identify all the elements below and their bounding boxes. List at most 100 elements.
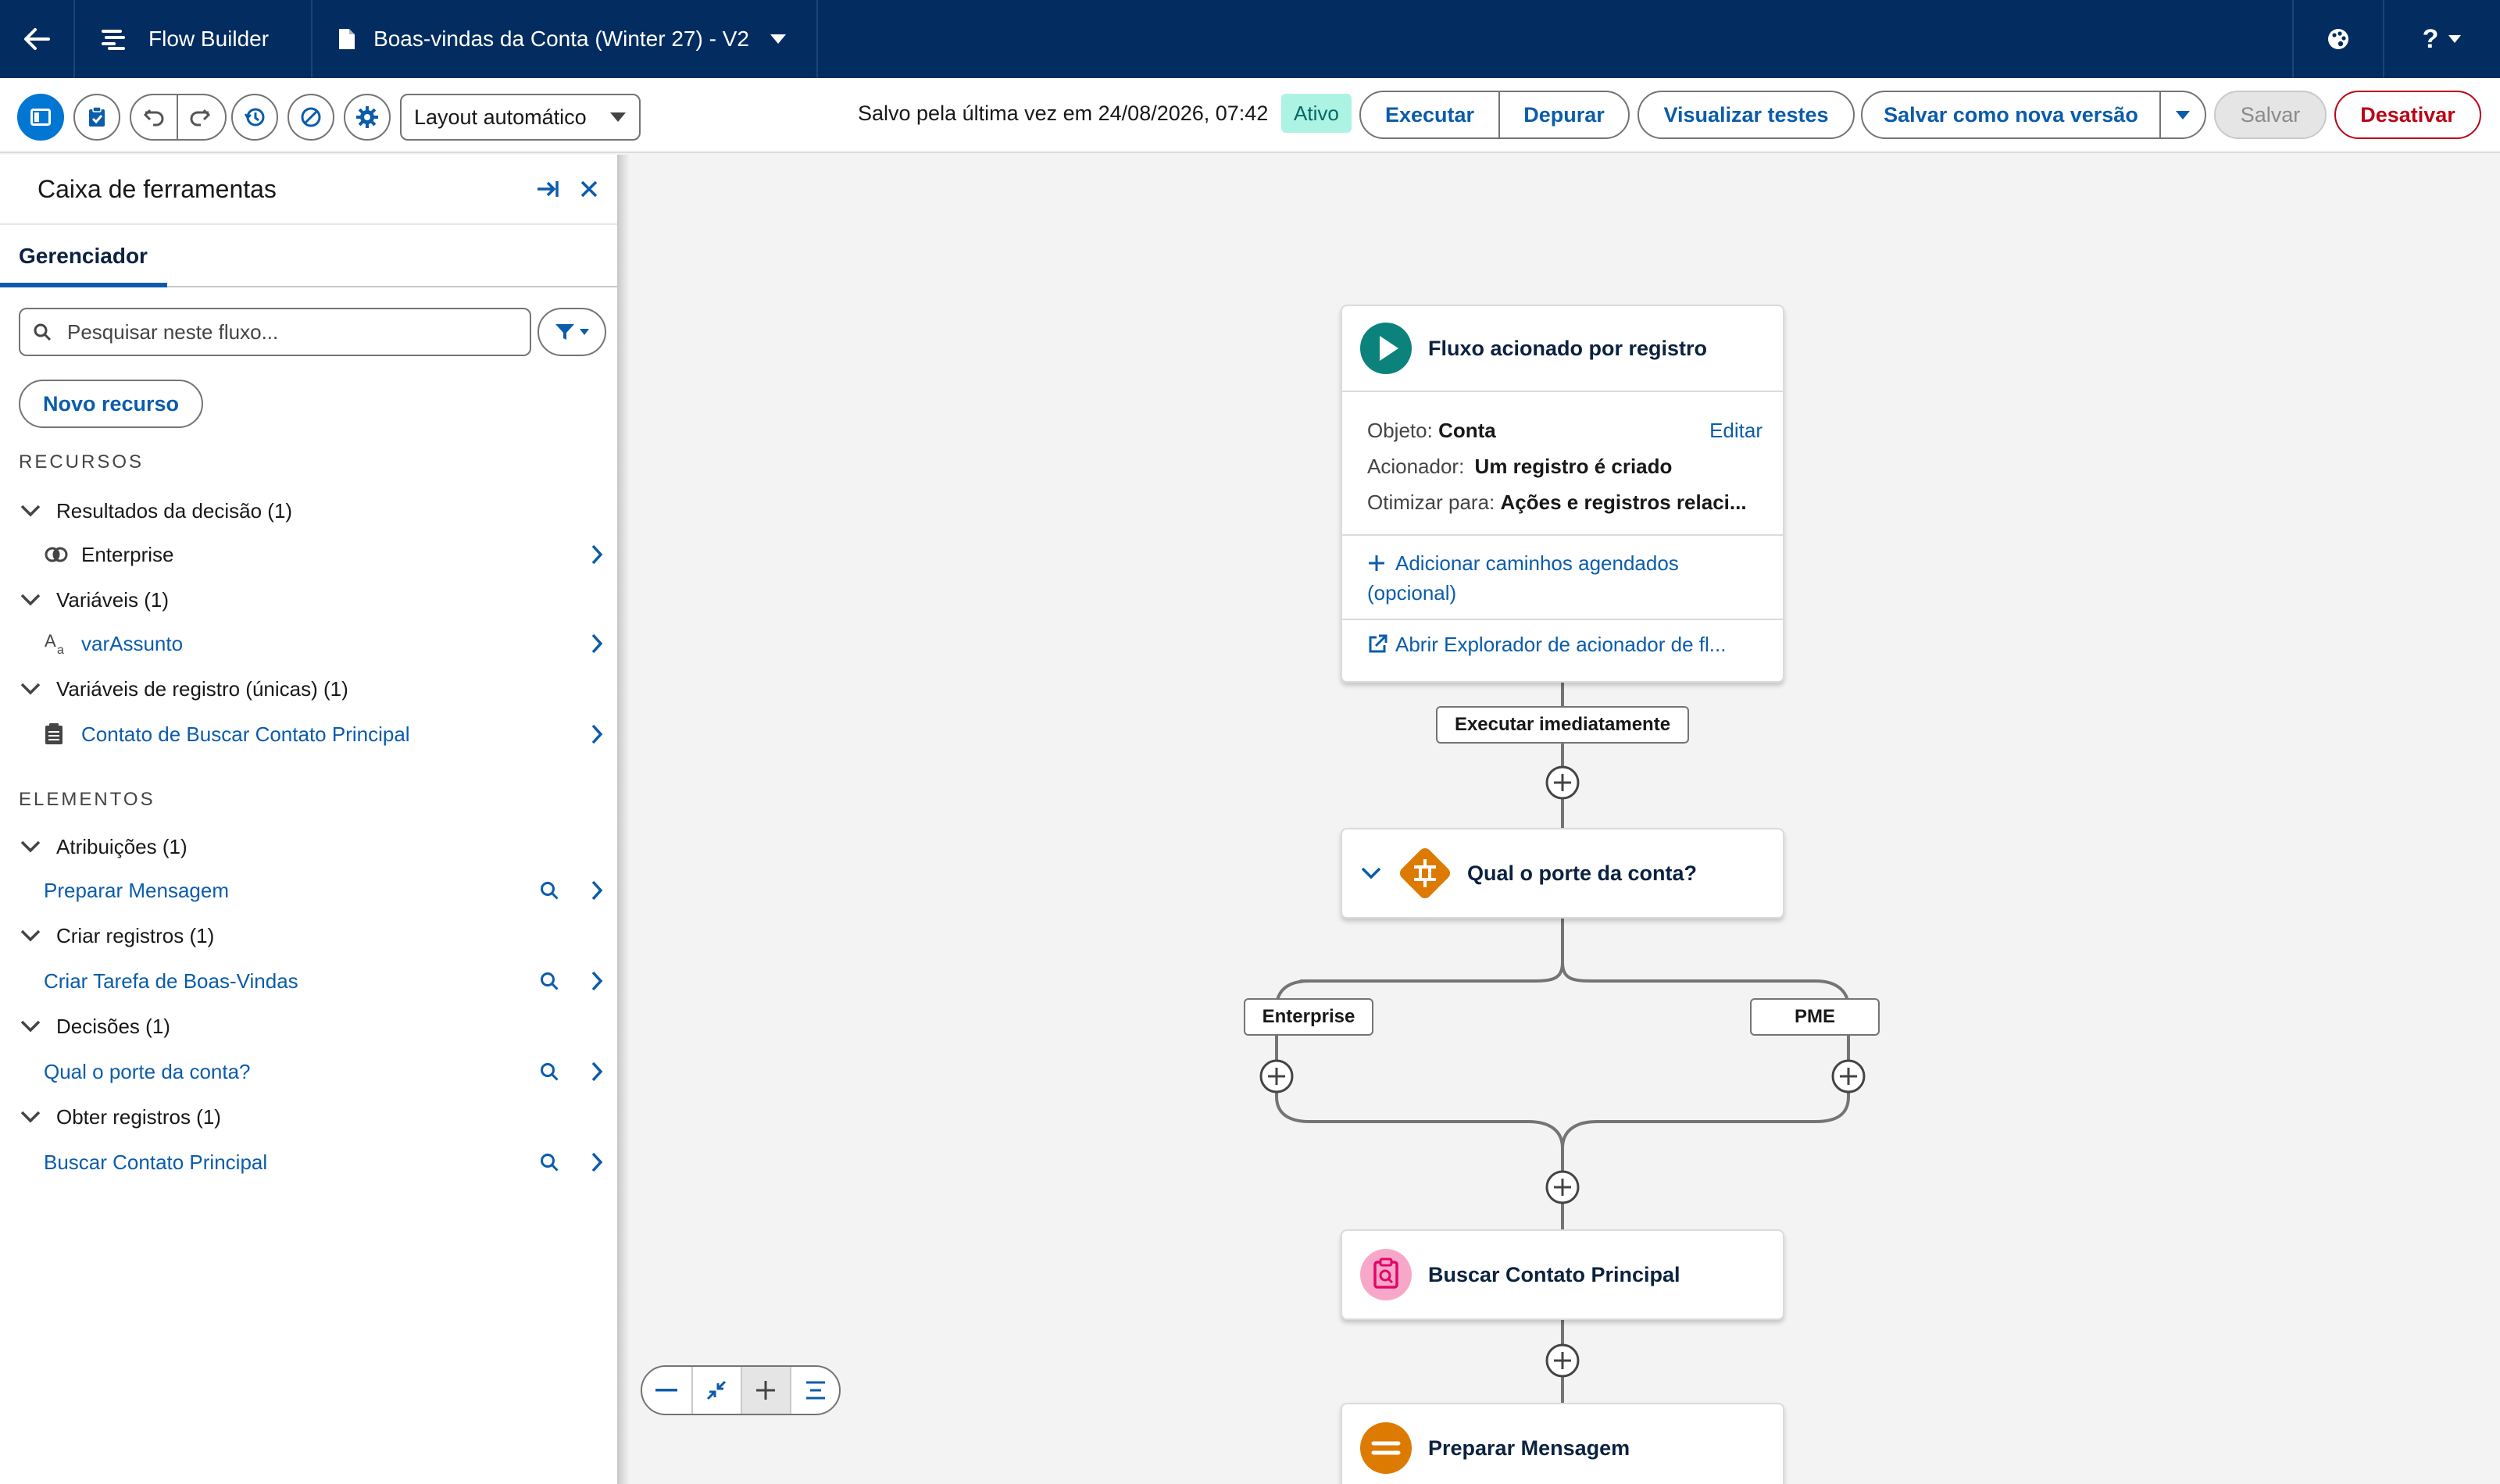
- back-arrow-icon: [24, 28, 50, 50]
- redo-button[interactable]: [177, 95, 222, 139]
- resource-group-record-variables[interactable]: Variáveis de registro (únicas) (1): [0, 667, 619, 711]
- element-item-qual-o-porte[interactable]: Qual o porte da conta?: [0, 1050, 619, 1093]
- connector-lines: [1275, 681, 1850, 1403]
- get-records-element-card[interactable]: Buscar Contato Principal: [1341, 1229, 1784, 1320]
- resource-item-label: Enterprise: [81, 542, 174, 566]
- search-icon[interactable]: [539, 880, 559, 901]
- help-menu[interactable]: ?: [2383, 0, 2500, 78]
- fit-view-button[interactable]: [691, 1367, 741, 1414]
- add-element-icon[interactable]: [1545, 765, 1580, 800]
- back-button[interactable]: [0, 0, 75, 78]
- theme-button[interactable]: [2292, 0, 2383, 78]
- save-button[interactable]: Salvar: [2214, 91, 2327, 139]
- flow-name-menu[interactable]: Boas-vindas da Conta (Winter 27) - V2: [312, 0, 818, 78]
- resource-item-label: Contato de Buscar Contato Principal: [81, 722, 410, 746]
- resource-group-variables[interactable]: Variáveis (1): [0, 578, 619, 622]
- view-tests-button[interactable]: Visualizar testes: [1638, 91, 1855, 139]
- toolbox-header: Caixa de ferramentas: [0, 155, 617, 225]
- play-icon: [1360, 323, 1412, 374]
- resource-group-label: Variáveis (1): [56, 587, 170, 612]
- new-resource-button[interactable]: Novo recurso: [19, 380, 203, 428]
- no-errors-button[interactable]: [288, 94, 334, 141]
- get-records-element-title: Buscar Contato Principal: [1428, 1262, 1680, 1286]
- resource-group-label: Variáveis de registro (únicas) (1): [56, 676, 348, 701]
- save-as-new-version-button[interactable]: Salvar como nova versão: [1884, 102, 2138, 127]
- chevron-right-icon: [591, 544, 603, 565]
- zoom-out-button[interactable]: [642, 1367, 691, 1414]
- add-element-icon[interactable]: [1545, 1170, 1580, 1204]
- external-link-icon: [1369, 634, 1388, 653]
- element-item-label: Preparar Mensagem: [44, 878, 229, 902]
- version-history-button[interactable]: [231, 94, 278, 141]
- flow-settings-button[interactable]: [344, 94, 391, 141]
- palette-icon: [2328, 29, 2348, 49]
- debug-button[interactable]: Depurar: [1498, 92, 1628, 137]
- branch-label-enterprise: Enterprise: [1244, 998, 1373, 1036]
- add-element-icon[interactable]: [1831, 1059, 1866, 1093]
- element-group-get-records[interactable]: Obter registros (1): [0, 1095, 619, 1139]
- object-value: Conta: [1438, 419, 1496, 442]
- save-options-button[interactable]: [2159, 92, 2205, 137]
- chevron-down-icon: [20, 594, 41, 606]
- panel-left-icon: [30, 109, 51, 126]
- get-records-icon: [1360, 1249, 1412, 1300]
- deactivate-button[interactable]: Desativar: [2334, 91, 2481, 139]
- element-item-label: Buscar Contato Principal: [44, 1150, 268, 1174]
- check-errors-button[interactable]: [73, 94, 120, 141]
- undo-redo-group: [130, 94, 227, 141]
- chevron-right-icon: [591, 1152, 603, 1172]
- zoom-controls: [641, 1365, 841, 1415]
- branch-label-pme: PME: [1750, 998, 1880, 1036]
- divider: [1342, 619, 1783, 620]
- undo-button[interactable]: [131, 95, 177, 139]
- start-element-title: Fluxo acionado por registro: [1428, 336, 1708, 360]
- tab-manager[interactable]: Gerenciador: [19, 244, 148, 268]
- run-button[interactable]: Executar: [1384, 102, 1475, 127]
- flow-name-label: Boas-vindas da Conta (Winter 27) - V2: [373, 27, 749, 51]
- close-icon[interactable]: [580, 180, 598, 198]
- decision-element-header: Qual o porte da conta?: [1342, 829, 1783, 917]
- resource-group-decision-outcomes[interactable]: Resultados da decisão (1): [0, 489, 619, 533]
- add-scheduled-paths-line1: Adicionar caminhos agendados: [1395, 551, 1679, 575]
- svg-text:a: a: [57, 644, 64, 656]
- element-item-preparar-mensagem[interactable]: Preparar Mensagem: [0, 869, 619, 912]
- trigger-value: Um registro é criado: [1474, 455, 1673, 478]
- element-item-buscar-contato[interactable]: Buscar Contato Principal: [0, 1140, 619, 1184]
- add-element-icon[interactable]: [1259, 1059, 1294, 1093]
- chevron-down-icon: [580, 329, 589, 335]
- toggle-toolbox-button[interactable]: [17, 94, 64, 141]
- zoom-in-button[interactable]: [740, 1367, 790, 1414]
- app-name: Flow Builder: [75, 0, 313, 78]
- ban-icon: [301, 107, 321, 127]
- flow-canvas[interactable]: Fluxo acionado por registro Objeto: Cont…: [630, 155, 2500, 1484]
- element-group-create-records[interactable]: Criar registros (1): [0, 914, 619, 958]
- divider: [1342, 534, 1783, 536]
- search-input[interactable]: Pesquisar neste fluxo...: [19, 308, 531, 356]
- collapse-panel-icon[interactable]: [536, 179, 559, 199]
- start-element-card[interactable]: Fluxo acionado por registro Objeto: Cont…: [1341, 305, 1784, 683]
- decision-element-card[interactable]: Qual o porte da conta?: [1341, 828, 1784, 919]
- search-icon[interactable]: [539, 1061, 559, 1082]
- search-icon[interactable]: [539, 1152, 559, 1172]
- assignment-element-card[interactable]: Preparar Mensagem: [1341, 1403, 1784, 1484]
- center-view-button[interactable]: [790, 1367, 839, 1414]
- layout-select[interactable]: Layout automático: [400, 94, 641, 141]
- chevron-right-icon: [591, 880, 603, 901]
- resource-item-enterprise[interactable]: Enterprise: [0, 533, 619, 576]
- element-group-label: Criar registros (1): [56, 923, 215, 947]
- add-element-icon[interactable]: [1545, 1343, 1580, 1378]
- trigger-row: Acionador: Um registro é criado: [1367, 455, 1672, 479]
- element-item-criar-tarefa[interactable]: Criar Tarefa de Boas-Vindas: [0, 959, 619, 1003]
- open-trigger-explorer-link[interactable]: Abrir Explorador de acionador de fl...: [1367, 633, 1726, 657]
- chevron-down-icon[interactable]: [1361, 867, 1381, 879]
- element-group-assignments[interactable]: Atribuições (1): [0, 825, 619, 869]
- search-icon[interactable]: [539, 971, 559, 991]
- edit-link[interactable]: Editar: [1709, 419, 1762, 442]
- align-center-icon: [805, 1381, 825, 1400]
- add-scheduled-paths-link[interactable]: Adicionar caminhos agendados (opcional): [1367, 548, 1679, 608]
- resource-item-contato[interactable]: Contato de Buscar Contato Principal: [0, 712, 619, 756]
- element-group-decisions[interactable]: Decisões (1): [0, 1004, 619, 1048]
- filter-button[interactable]: [538, 308, 606, 356]
- object-row: Objeto: Conta: [1367, 419, 1496, 443]
